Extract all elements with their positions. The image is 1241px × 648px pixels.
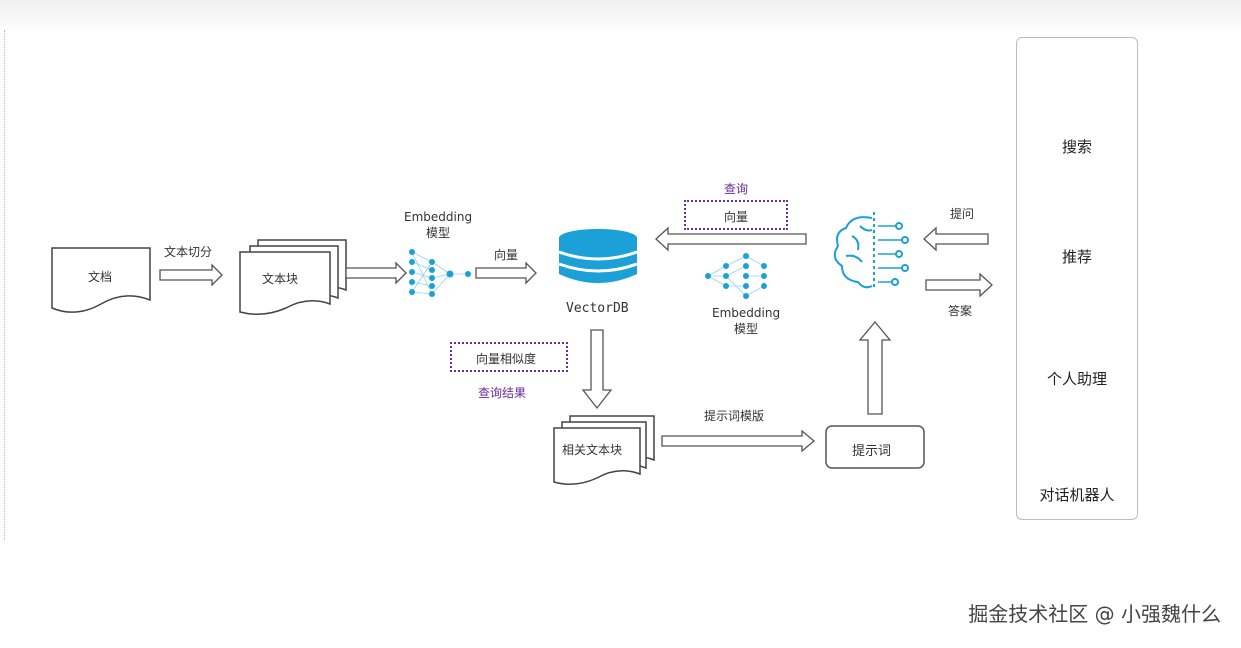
side-label-chatbot: 对话机器人 [1039,486,1115,504]
arrow-up-to-ai [858,320,892,415]
top-band [0,0,1241,30]
side-label-search: 搜索 [1061,138,1092,156]
document-shape [51,247,151,313]
label-vectordb: VectorDB [566,301,629,316]
arrow-split [159,263,223,287]
label-vector-similarity: 向量相似度 [476,352,537,366]
left-guide [4,30,5,540]
arrow-down-to-related [581,329,613,410]
ai-brain-icon [833,212,909,290]
database-icon [558,229,638,283]
label-prompt-template: 提示词模版 [704,409,765,423]
arrow-to-vectordb [475,261,537,285]
label-document: 文档 [88,270,113,284]
label-query-result: 查询结果 [478,386,527,400]
text-chunks-stack [239,239,347,315]
application-panel [1016,37,1138,520]
side-label-assistant: 个人助理 [1046,370,1107,388]
label-related-chunks: 相关文本块 [562,443,623,457]
embedding-network-icon-2 [705,253,767,299]
similarity-box [450,342,568,372]
label-question: 提问 [950,207,975,221]
label-prompt: 提示词 [852,444,892,459]
arrow-prompt-template [661,429,816,453]
watermark: 掘金技术社区 @ 小强魏什么 [968,602,1221,626]
side-label-recommend: 推荐 [1061,248,1092,266]
embedding-network-icon [409,249,471,297]
label-vector-1: 向量 [494,248,519,262]
prompt-box [825,425,925,469]
arrow-query-to-vectordb [655,226,807,252]
label-embedding-model-2: Embedding 模型 [712,306,781,336]
label-text-chunks: 文本块 [262,272,299,286]
related-chunks-stack [553,415,655,485]
arrow-answer [925,272,993,298]
arrow-to-embedding [345,261,407,285]
vector-query-box [684,200,788,230]
label-text-split: 文本切分 [164,245,213,259]
label-answer: 答案 [948,304,973,318]
arrow-question [923,226,989,252]
label-query: 查询 [724,182,749,196]
label-embedding-model-1: Embedding 模型 [404,210,473,240]
label-vector-2: 向量 [724,210,749,224]
